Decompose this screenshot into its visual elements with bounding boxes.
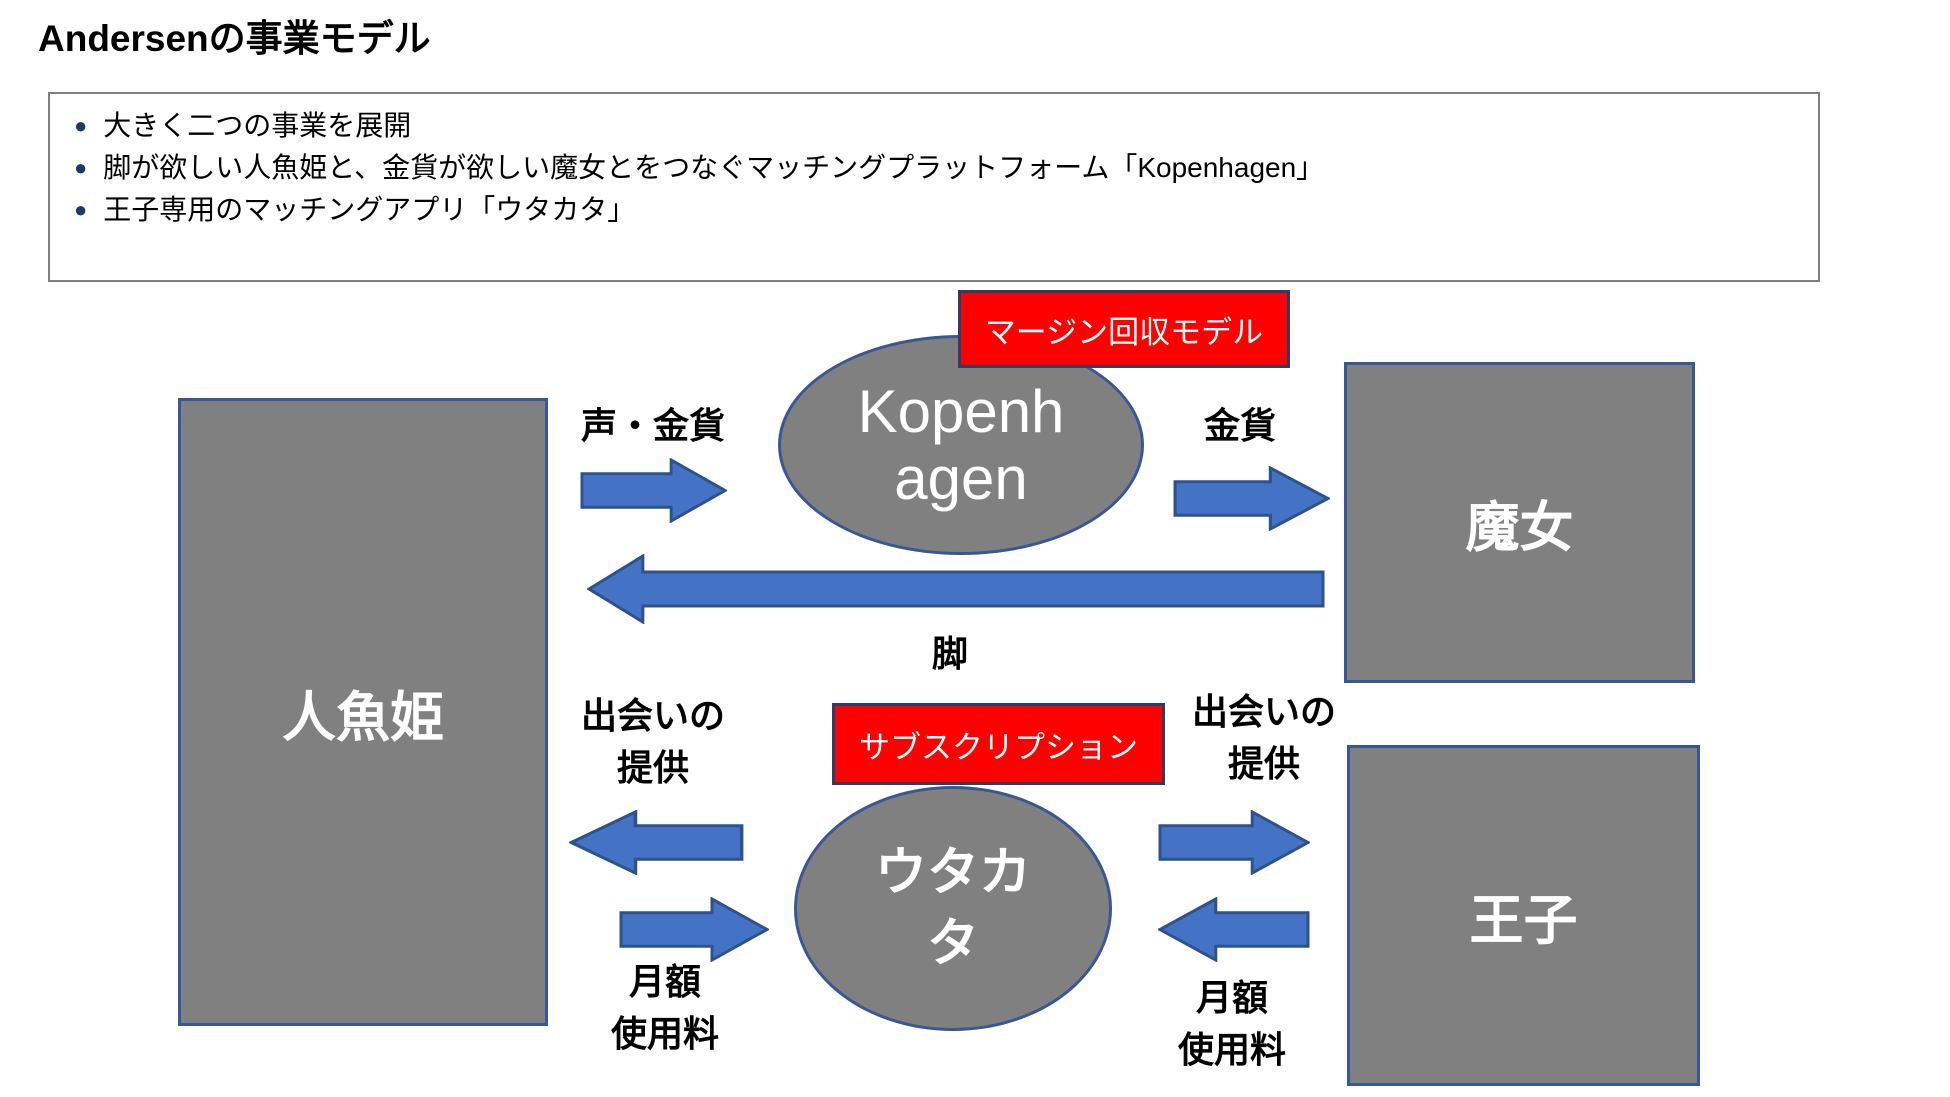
list-item: ● 脚が欲しい人魚姫と、金貨が欲しい魔女とをつなぐマッチングプラットフォーム「K… xyxy=(74,148,1800,190)
voice-gold-label: 声・金貨 xyxy=(580,405,725,446)
margin-model-badge: マージン回収モデル xyxy=(958,290,1290,368)
legs-label: 脚 xyxy=(931,633,968,674)
list-item: ● 大きく二つの事業を展開 xyxy=(74,106,1800,148)
prince-label: 王子 xyxy=(1469,891,1578,951)
kopenhagen-ellipse: Kopenh agen xyxy=(778,335,1144,555)
witch-box: 魔女 xyxy=(1344,362,1695,683)
arrow-mermaid-to-utakata xyxy=(619,897,769,962)
meeting-left-label: 出会いの 提供 xyxy=(580,695,725,789)
monthly-fee-right-label: 月額 使用料 xyxy=(1177,977,1286,1071)
arrow-mermaid-to-kopenhagen xyxy=(580,458,727,523)
list-item: ● 王子専用のマッチングアプリ「ウタカタ」 xyxy=(74,190,1800,232)
overview-box: ● 大きく二つの事業を展開 ● 脚が欲しい人魚姫と、金貨が欲しい魔女とをつなぐマ… xyxy=(48,92,1820,282)
overview-item-text: 王子専用のマッチングアプリ「ウタカタ」 xyxy=(103,194,636,225)
page-title: Andersenの事業モデル xyxy=(38,18,431,59)
kopenhagen-label: Kopenh agen xyxy=(857,377,1065,512)
gold-label: 金貨 xyxy=(1203,405,1276,446)
arrow-utakata-to-mermaid xyxy=(569,810,744,875)
bullet-icon: ● xyxy=(74,155,88,180)
overview-item-text: 大きく二つの事業を展開 xyxy=(103,110,412,141)
prince-box: 王子 xyxy=(1347,745,1700,1086)
overview-item-text: 脚が欲しい人魚姫と、金貨が欲しい魔女とをつなぐマッチングプラットフォーム「Kop… xyxy=(103,152,1325,183)
arrow-witch-to-mermaid-legs xyxy=(587,554,1325,624)
meeting-right-label: 出会いの 提供 xyxy=(1191,691,1336,785)
arrow-prince-to-utakata xyxy=(1158,897,1310,962)
monthly-fee-left-label: 月額 使用料 xyxy=(610,961,719,1055)
utakata-label: ウタカ タ xyxy=(874,844,1031,973)
witch-label: 魔女 xyxy=(1465,498,1574,558)
arrow-kopenhagen-to-witch xyxy=(1173,466,1330,531)
mermaid-label: 人魚姫 xyxy=(282,687,444,748)
utakata-ellipse: ウタカ タ xyxy=(794,786,1112,1031)
mermaid-box: 人魚姫 xyxy=(178,398,548,1026)
arrow-utakata-to-prince xyxy=(1158,810,1310,875)
bullet-icon: ● xyxy=(74,197,88,222)
bullet-icon: ● xyxy=(74,113,88,138)
margin-model-label: マージン回収モデル xyxy=(984,314,1264,350)
subscription-label: サブスクリプション xyxy=(859,729,1138,765)
subscription-badge: サブスクリプション xyxy=(832,703,1165,785)
